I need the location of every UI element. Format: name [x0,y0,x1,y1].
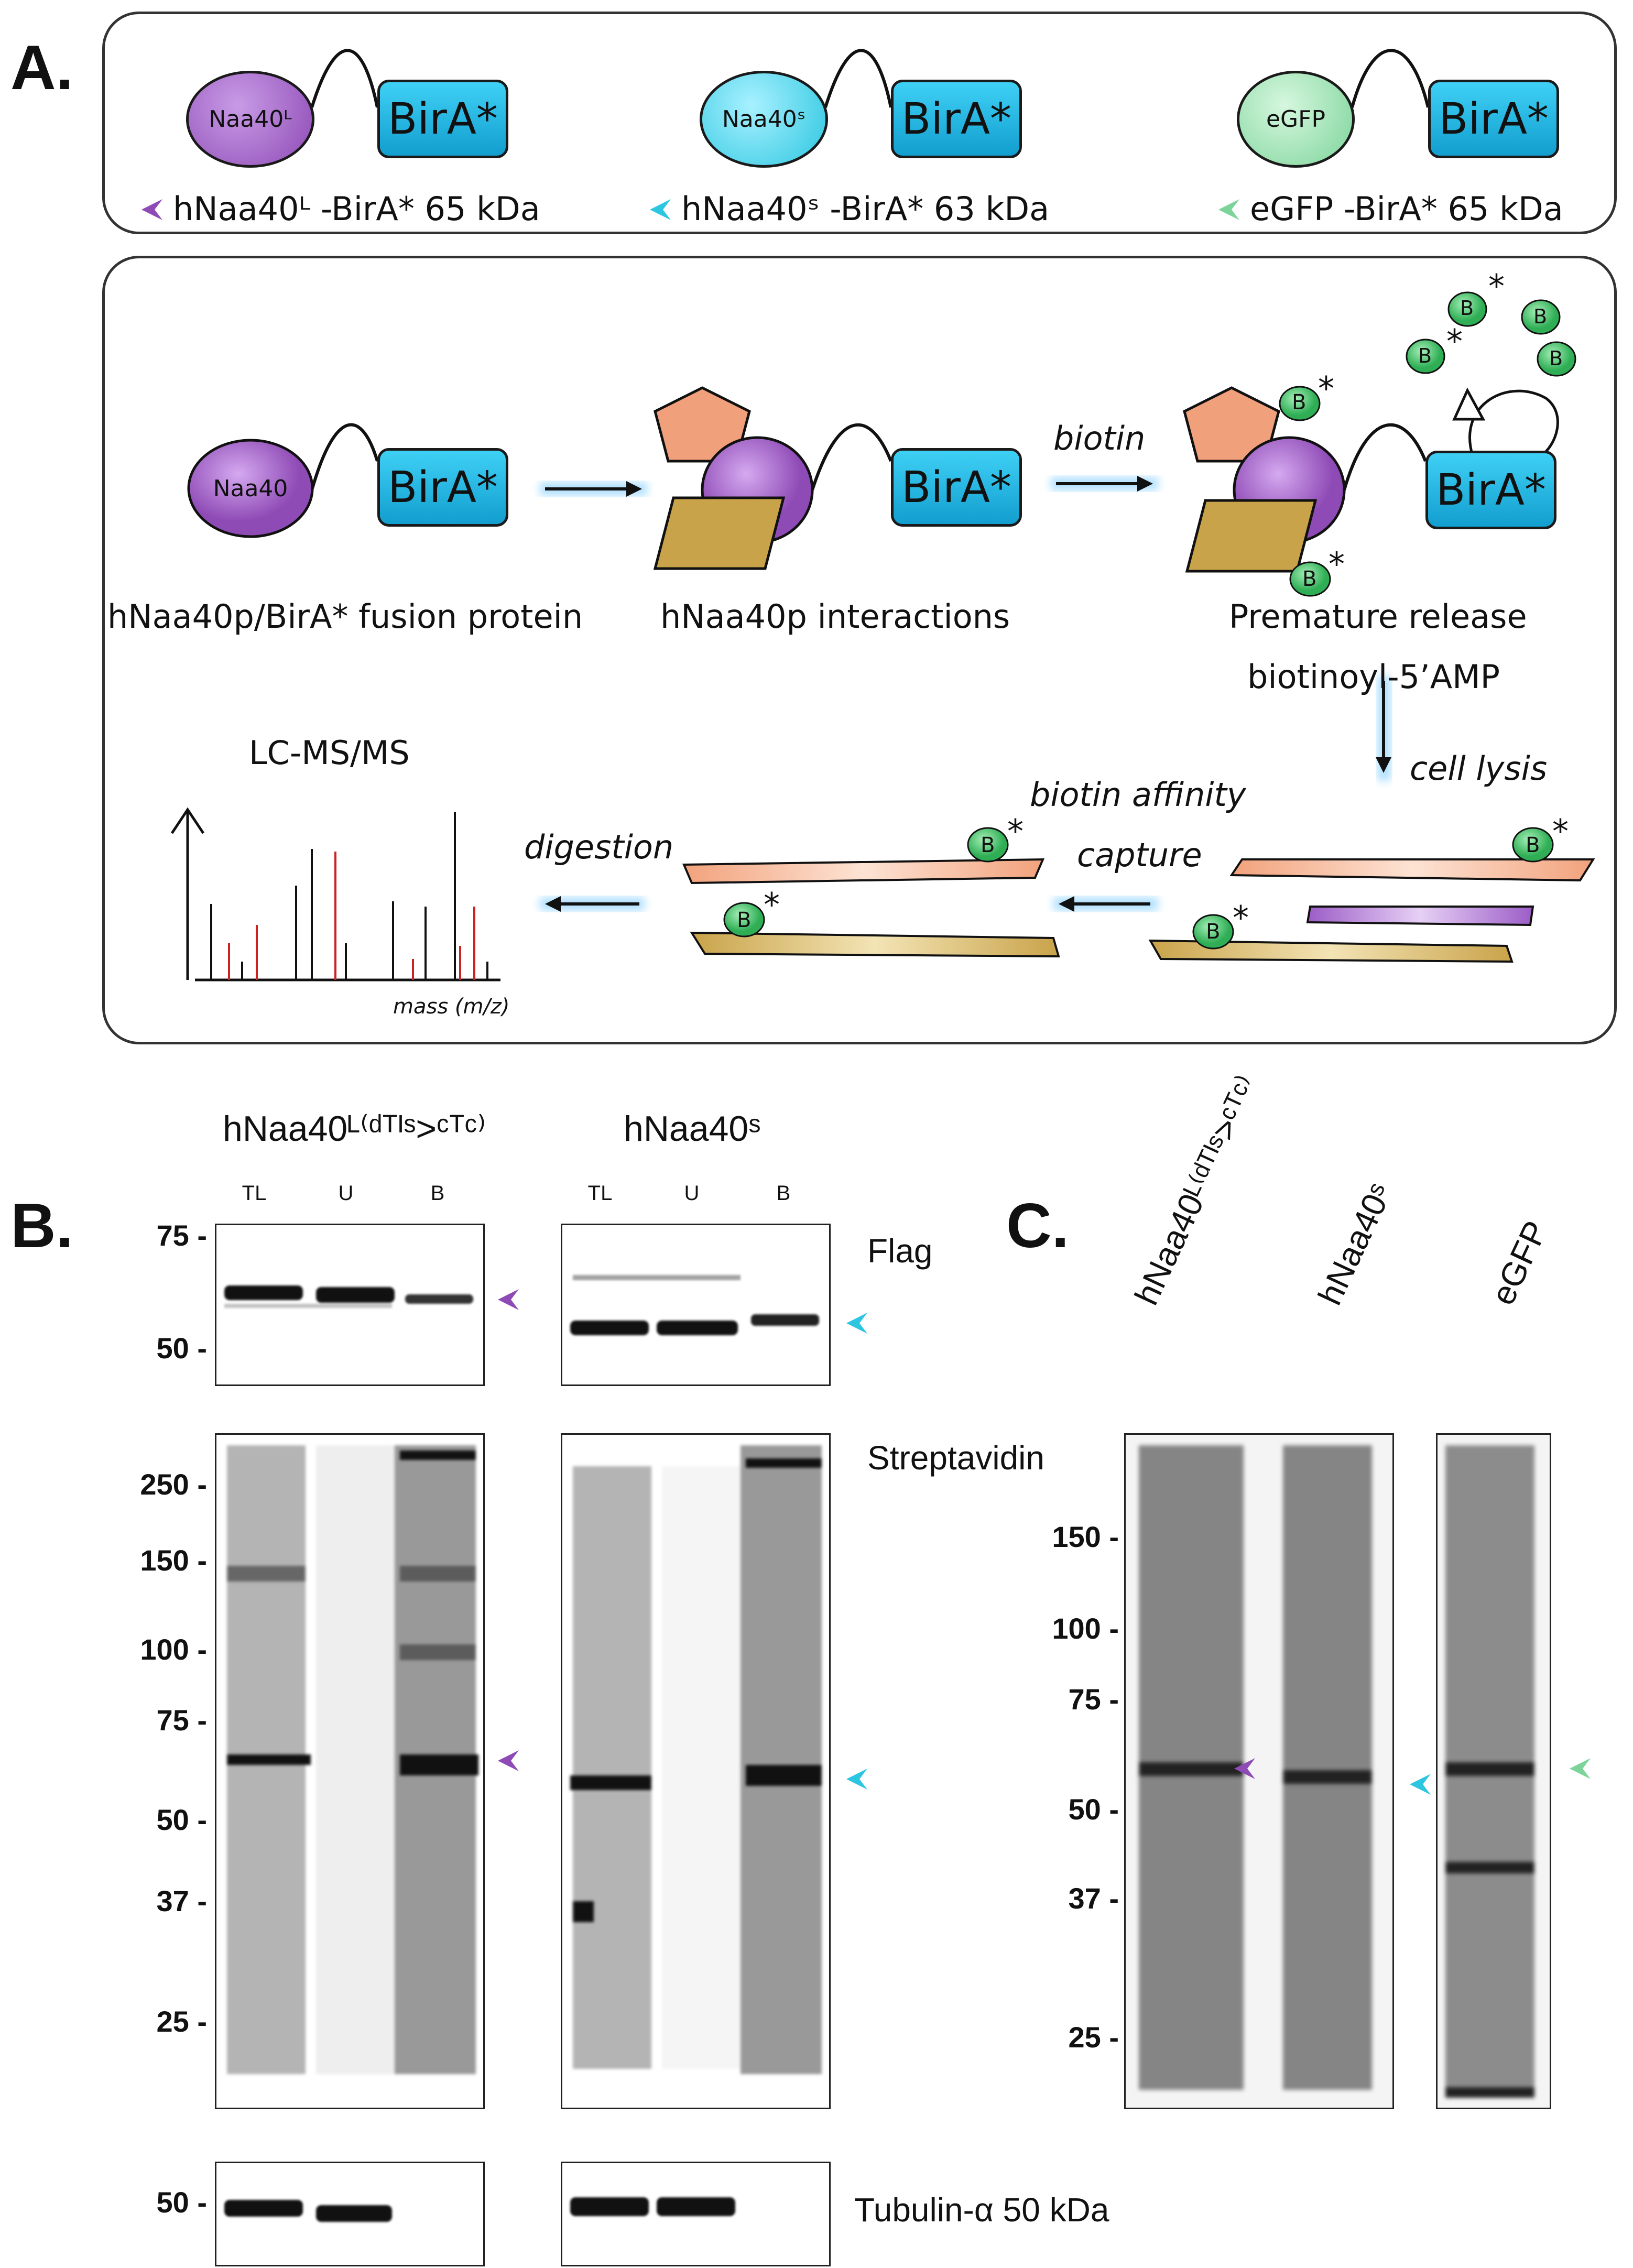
cyan-arrowhead [846,1313,867,1334]
streptavidin-blot-naa40s [561,1433,831,2109]
affinity-label-1: biotin affinity [1030,776,1246,814]
mw-marker: 50 - [156,2186,208,2219]
b-marker: B [1206,920,1221,944]
cyan-arrowhead [1410,1774,1431,1795]
star-marker: * [1007,812,1024,850]
cyan-arrowhead [846,1769,867,1790]
panel-b-letter: B. [10,1191,73,1261]
b-marker: B [1526,833,1540,857]
panel-a-letter: A. [10,32,73,103]
star-marker: * [764,886,780,924]
b-marker: B [1418,344,1432,367]
flag-label: Flag [867,1232,933,1270]
flag-blot-naa40s [561,1224,831,1386]
construct-naa40l-caption: hNaa40ᴸ -BirA* 65 kDa [173,190,540,228]
purple-arrowhead [141,199,162,220]
tubulin-label: Tubulin-α 50 kDa [854,2191,1109,2229]
construct-naa40s-caption: hNaa40ˢ -BirA* 63 kDa [681,190,1050,228]
construct-naa40s-bira: BirA* [891,80,1022,158]
panel-c-letter: C. [1006,1191,1069,1261]
construct-naa40l-bira: BirA* [377,80,508,158]
mw-marker: 150 - [1052,1520,1119,1553]
fusion-bira: BirA* [377,448,508,527]
mw-marker: 250 - [140,1468,207,1501]
streptavidin-label: Streptavidin [867,1439,1044,1477]
b-marker: B [737,908,752,932]
streptavidin-blot-naa40l [215,1433,485,2109]
silver-stain-gel-naa40 [1124,1433,1394,2109]
green-arrowhead [1570,1758,1591,1779]
mw-marker: 50 - [156,1332,208,1365]
lane-label-tl: TL [242,1182,267,1205]
mass-axis-label: mass (m/z) [393,995,510,1019]
silver-stain-gel-egfp [1436,1433,1551,2109]
tubulin-blot-naa40l [215,2162,485,2266]
star-marker: * [1233,899,1249,937]
construct-naa40l-circle: Naa40ᴸ [186,71,314,168]
construct-egfp-caption: eGFP -BirA* 65 kDa [1250,190,1563,228]
mw-marker: 50 - [1068,1793,1119,1826]
lane-label-b: B [776,1182,791,1205]
lane-label-b: B [430,1182,445,1205]
mw-marker: 37 - [156,1884,208,1917]
release-label-1: Premature release [1229,597,1527,636]
lane-label-u: U [338,1182,354,1205]
lane-label-tl: TL [587,1182,613,1205]
construct-linkers [310,49,1430,108]
panel-b-header-naa40s: hNaa40ˢ [624,1109,761,1149]
b-marker: B [1302,567,1317,591]
mw-marker: 100 - [1052,1612,1119,1645]
panel-c-lane-naa40l: hNaa40ᴸ⁽ᵈᵀᴵˢ>ᶜᵀᶜ⁾ [1127,1070,1266,1311]
cyan-arrowhead [650,199,671,220]
purple-arrowhead [498,1750,519,1771]
affinity-label-2: capture [1077,836,1202,874]
star-marker: * [1446,322,1463,361]
star-marker: * [1329,545,1345,583]
star-marker: * [1488,267,1505,306]
panel-c-lane-naa40s: hNaa40ˢ [1310,1177,1400,1311]
mw-marker: 25 - [156,2005,208,2038]
construct-egfp-circle: eGFP [1237,71,1355,168]
b-marker: B [1460,297,1474,320]
fusion-circle-label: Naa40 [213,475,288,502]
flag-blot-naa40l [215,1224,485,1386]
construct-egfp-bira: BirA* [1428,80,1559,158]
panel-c-lane-egfp: eGFP [1483,1215,1555,1311]
mw-marker: 150 - [140,1544,207,1577]
mw-marker: 50 - [156,1803,208,1836]
fusion-label: hNaa40p/BirA* fusion protein [107,597,583,636]
mw-marker: 75 - [1068,1683,1119,1716]
star-marker: * [1552,812,1569,850]
construct-naa40s-circle: Naa40ˢ [700,71,828,168]
workflow-graphics [170,291,1595,982]
b-marker: B [1549,347,1563,370]
b-marker: B [1292,390,1307,415]
mw-marker: 75 - [156,1219,208,1252]
mw-marker: 37 - [1068,1882,1119,1915]
constructs-box [102,12,1617,234]
interaction-bira: BirA* [891,448,1022,527]
mw-marker: 75 - [156,1704,208,1737]
lcms-title: LC-MS/MS [249,734,410,772]
tubulin-blot-naa40s [561,2162,831,2266]
star-marker: * [1318,369,1334,408]
purple-arrowhead [1234,1758,1255,1779]
purple-arrowhead [498,1289,519,1310]
cell-lysis-label: cell lysis [1410,749,1548,788]
lane-label-u: U [684,1182,700,1205]
biotin-label: biotin [1053,419,1146,457]
b-marker: B [981,833,995,857]
panel-b-header-naa40l: hNaa40ᴸ⁽ᵈᵀᴵˢ>ᶜᵀᶜ⁾ [223,1109,486,1149]
mw-marker: 25 - [1068,2021,1119,2054]
interactions-label: hNaa40p interactions [660,597,1010,636]
b-marker: B [1533,305,1548,328]
mw-marker: 100 - [140,1633,207,1666]
green-arrowhead [1218,199,1239,220]
digestion-label: digestion [524,828,674,866]
release-label-2: biotinoyl-5’AMP [1247,658,1500,696]
release-bira: BirA* [1425,451,1556,529]
